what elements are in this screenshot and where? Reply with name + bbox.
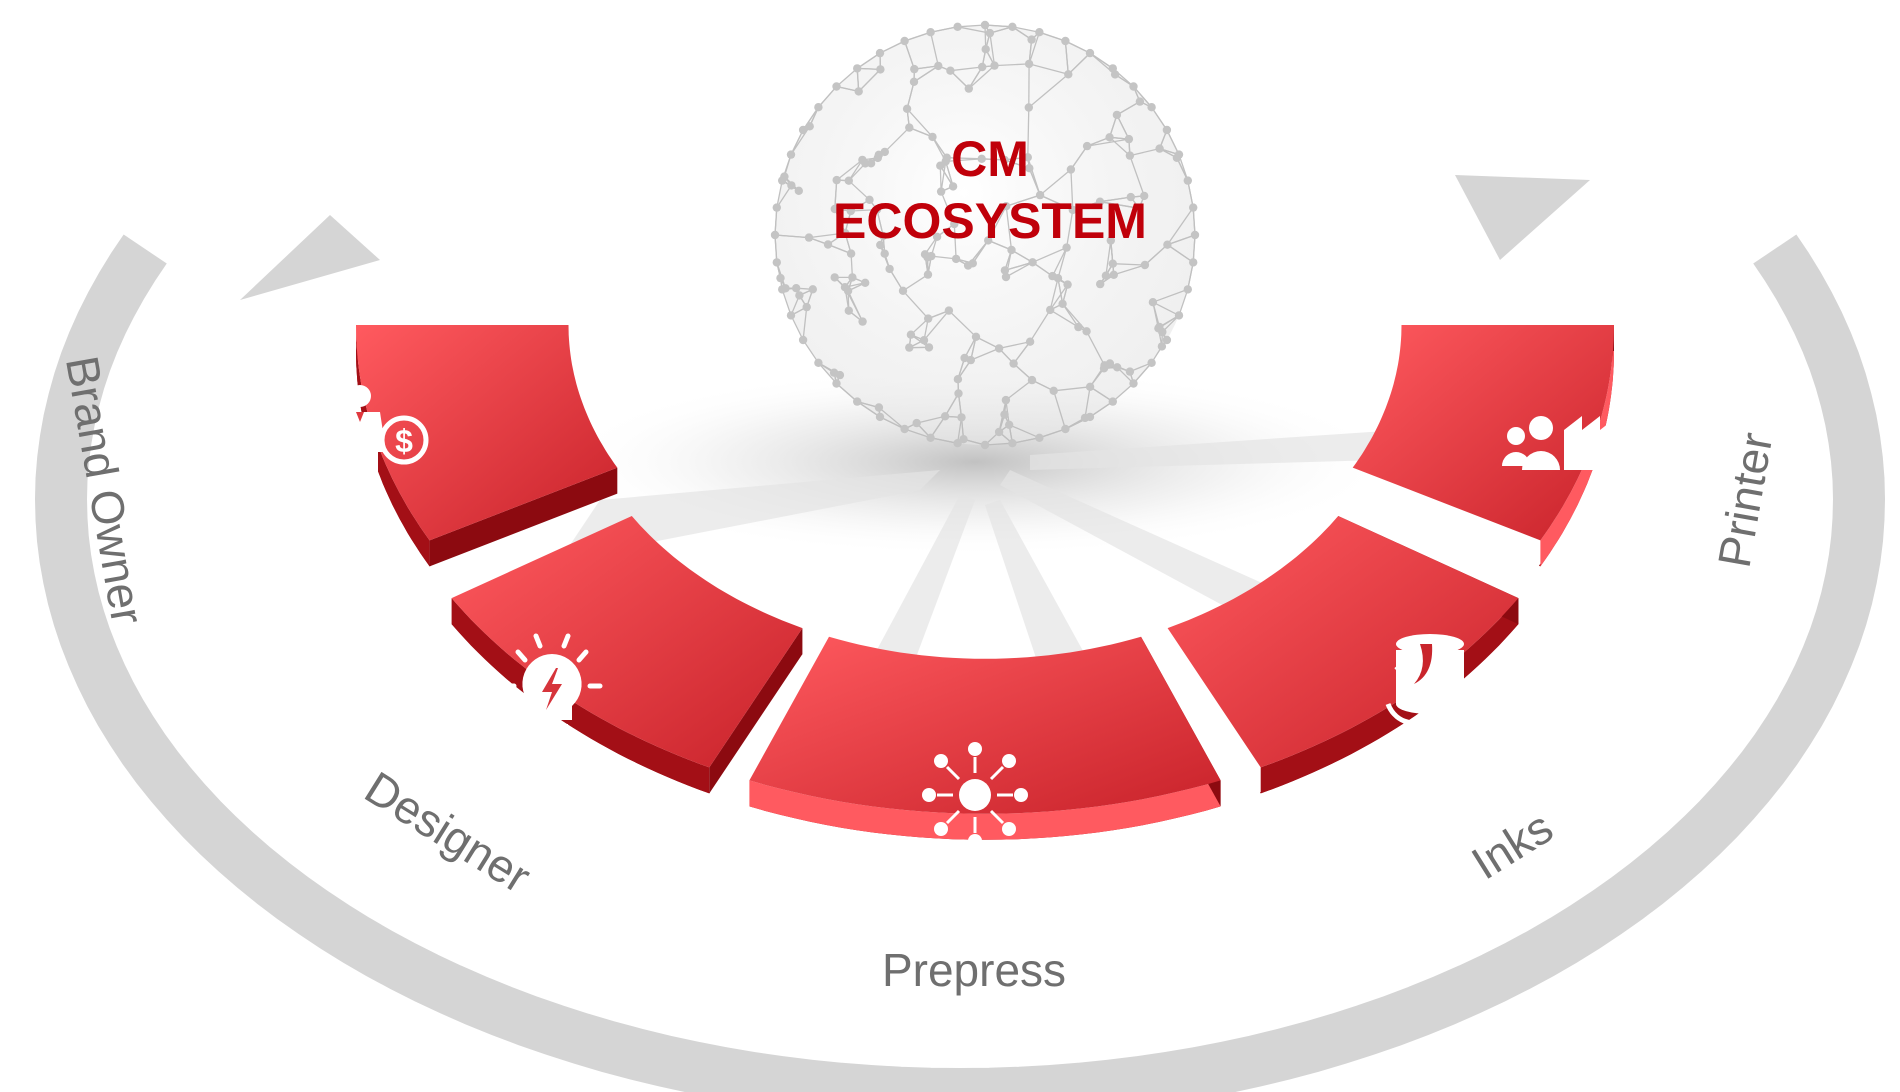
ecosystem-title: CM ECOSYSTEM — [700, 128, 1280, 252]
people-factory-icon — [1502, 402, 1628, 470]
network-globe — [770, 20, 1200, 450]
segments-arc — [356, 325, 1614, 840]
segment-3 — [749, 636, 1221, 840]
paint-bucket-icon — [1385, 634, 1464, 726]
globe-shadow — [555, 367, 1400, 700]
label-prepress: Prepress — [881, 944, 1067, 996]
title-line-cm: CM — [951, 131, 1029, 187]
businessman-dollar-icon: $ — [340, 385, 429, 498]
segment-2 — [451, 516, 803, 794]
svg-text:$: $ — [395, 423, 413, 459]
segment-4 — [1167, 516, 1519, 794]
network-hub-icon — [922, 742, 1028, 848]
cycle-arrow-ring — [34, 175, 1886, 1092]
lightbulb-icon — [501, 633, 603, 739]
title-line-ecosystem: ECOSYSTEM — [833, 193, 1147, 249]
